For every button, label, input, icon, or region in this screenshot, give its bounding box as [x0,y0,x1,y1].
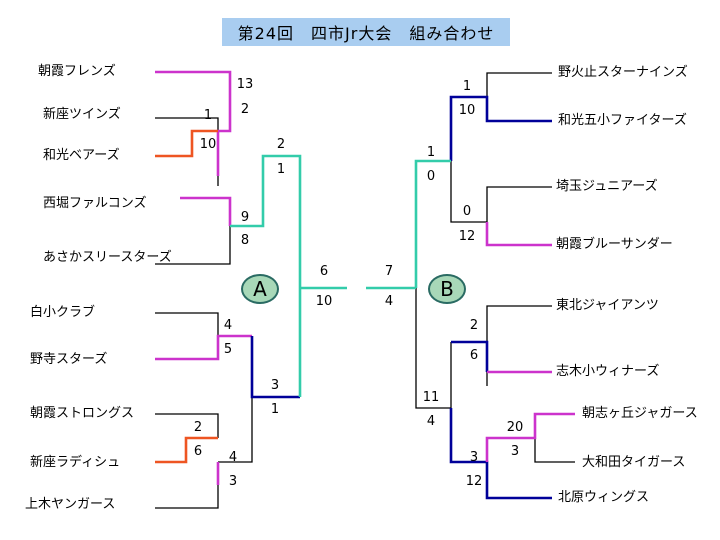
team-left-1: 朝霞フレンズ [38,64,116,79]
team-right-3: 埼玉ジュニアーズ [556,179,658,194]
team-right-4: 朝霞ブルーサンダー [556,237,673,252]
team-left-10: 上木ヤンガース [25,497,116,512]
team-right-2: 和光五小ファイターズ [558,113,687,128]
line-r-tohoku [486,305,552,342]
score-r7-bottom: 4 [426,414,436,429]
default-lines [155,72,575,509]
team-left-6: 白小クラブ [30,305,96,320]
score-l4-bottom: 1 [276,162,286,177]
team-left-4: 西堀ファルコンズ [43,196,147,211]
tournament-title: 第24回 四市Jr大会 組み合わせ [222,18,510,46]
team-right-1: 野火止スターナインズ [558,65,688,80]
path-r-wako5 [449,95,552,161]
score-r5-top: 20 [506,420,524,435]
score-l2-top: 13 [236,77,254,92]
team-right-7: 朝志ヶ丘ジャガース [582,406,698,421]
line-l-shintsa [155,117,219,131]
score-l6-top: 2 [193,420,203,435]
line-r-semi-down [415,288,451,409]
block-a-badge: A [241,274,279,304]
score-l7-top: 4 [228,450,238,465]
path-l-semi [230,154,302,397]
path-l-radish [155,436,218,464]
line-r-yamato [534,438,575,463]
score-r4-bottom: 6 [469,348,479,363]
score-r1-bottom: 10 [458,103,476,118]
path-l-r2-up [216,96,232,176]
score-l6-bottom: 6 [193,444,203,459]
path-r-jaguars [485,412,575,462]
path-r-q2 [451,340,489,372]
team-left-3: 和光ベアーズ [43,148,120,163]
path-r-semi [414,159,451,288]
team-right-9: 北原ウィングス [558,490,650,505]
score-r6-bottom: 12 [465,474,483,489]
line-l-strong [155,413,219,438]
score-l5-bottom: 5 [223,342,233,357]
score-l8-bottom: 1 [270,402,280,417]
line-l-asaka [155,226,231,265]
score-l7-bottom: 3 [228,474,238,489]
score-l3-bottom: 8 [240,233,250,248]
block-b-badge: B [428,274,466,304]
line-l-r3-down [218,397,253,463]
score-r4-top: 2 [469,318,479,333]
score-r6-top: 3 [469,450,479,465]
score-l8-top: 3 [270,378,280,393]
line-l-kamiki [155,485,219,509]
path-l-seibori [180,196,232,226]
score-l3-top: 9 [240,210,250,225]
score-r3-bottom: 0 [426,169,436,184]
score-lfinal-top: 6 [319,264,329,279]
team-left-2: 新座ツインズ [43,107,121,122]
score-rfinal-top: 7 [384,264,394,279]
team-left-5: あさかスリースターズ [43,250,172,265]
team-left-7: 野寺スターズ [30,352,108,367]
score-l5-top: 4 [223,318,233,333]
score-l1-bottom: 10 [199,137,217,152]
path-l-nodera [155,334,252,361]
score-l2-bottom: 2 [240,102,250,117]
winner-lines [155,70,575,500]
team-right-6: 志木小ウィナーズ [556,364,660,379]
path-l-wako [155,129,218,158]
path-l-asakafriends [155,70,232,96]
team-right-5: 東北ジャイアンツ [556,298,659,313]
team-left-9: 新座ラディシュ [30,455,121,470]
path-r-bluethunder [485,222,552,247]
team-left-8: 朝霞ストロングス [30,406,135,421]
score-r7-top: 11 [422,390,440,405]
score-r2-top: 0 [462,204,472,219]
path-l-q-bottom [250,336,300,399]
score-r2-bottom: 12 [458,229,476,244]
score-l1-top: 1 [203,108,213,123]
score-r3-top: 1 [426,145,436,160]
line-r-saitama [486,186,552,222]
score-lfinal-bottom: 10 [315,294,333,309]
line-r-nobidome [486,72,552,97]
score-rfinal-bottom: 4 [384,294,394,309]
line-l-shiro [155,312,219,336]
score-r1-top: 1 [462,79,472,94]
line-r-q1-down [450,161,487,223]
score-l4-top: 2 [276,137,286,152]
score-r5-bottom: 3 [510,444,520,459]
team-right-8: 大和田タイガース [582,455,686,470]
